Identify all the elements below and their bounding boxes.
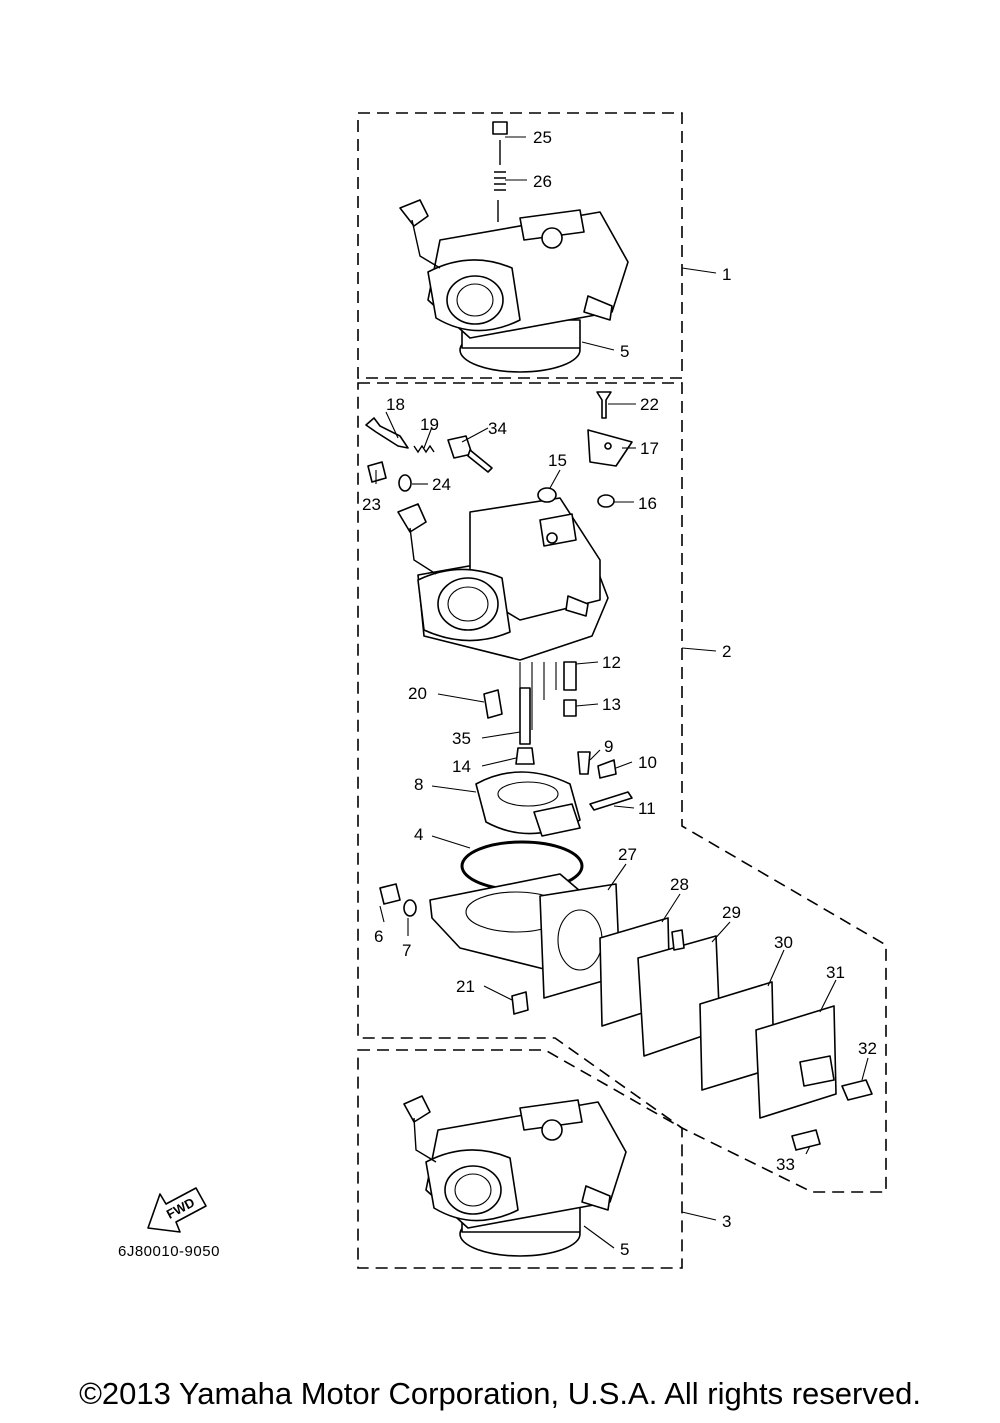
diagram-code: 6J80010-9050 xyxy=(118,1243,220,1260)
group-box-3 xyxy=(357,1049,683,1269)
callout-34: 34 xyxy=(488,419,507,438)
carburetor-assembly-3 xyxy=(403,1095,627,1257)
bolt-6 xyxy=(379,883,401,905)
callout-21: 21 xyxy=(456,977,475,996)
copyright-notice: ©2013 Yamaha Motor Corporation, U.S.A. A… xyxy=(79,1376,921,1411)
plunger-34 xyxy=(447,435,493,473)
callout-35: 35 xyxy=(452,729,471,748)
callout-25: 25 xyxy=(533,128,552,147)
fwd-arrow-icon: FWD xyxy=(147,1187,207,1233)
callout-19: 19 xyxy=(420,415,439,434)
callout-13: 13 xyxy=(602,695,621,714)
bolt-23 xyxy=(367,461,387,483)
callout-labels: 25 26 1 5 22 17 18 19 34 15 16 24 23 2 1… xyxy=(362,128,877,1259)
cover-17 xyxy=(587,429,633,467)
callout-7: 7 xyxy=(402,941,411,960)
callout-33: 33 xyxy=(776,1155,795,1174)
plug-20 xyxy=(483,689,503,719)
callout-20: 20 xyxy=(408,684,427,703)
callout-14: 14 xyxy=(452,757,471,776)
float-8 xyxy=(475,771,581,837)
washer-7 xyxy=(403,899,417,917)
jet-13 xyxy=(563,699,577,717)
callout-24: 24 xyxy=(432,475,451,494)
callout-16: 16 xyxy=(638,494,657,513)
callout-17: 17 xyxy=(640,439,659,458)
callout-32: 32 xyxy=(858,1039,877,1058)
leader-lines xyxy=(375,136,869,1249)
bolt-32 xyxy=(841,1079,873,1101)
bolt-33 xyxy=(791,1129,821,1151)
screw-18 xyxy=(365,417,409,449)
callout-6: 6 xyxy=(374,927,383,946)
carburetor-assembly-1 xyxy=(399,121,629,373)
callout-15: 15 xyxy=(548,451,567,470)
callout-29: 29 xyxy=(722,903,741,922)
callout-3: 3 xyxy=(722,1212,731,1231)
callout-26: 26 xyxy=(533,172,552,191)
cap-15 xyxy=(537,487,557,503)
callout-10: 10 xyxy=(638,753,657,772)
plug-21 xyxy=(511,991,529,1015)
jet-14 xyxy=(515,747,535,765)
spring-19 xyxy=(413,444,435,454)
callout-23: 23 xyxy=(362,495,381,514)
callout-5-top: 5 xyxy=(620,342,629,361)
washer-24 xyxy=(398,474,412,492)
callout-5-bottom: 5 xyxy=(620,1240,629,1259)
callout-12: 12 xyxy=(602,653,621,672)
screw-22 xyxy=(596,391,612,419)
needle-valve-9 xyxy=(577,751,591,775)
main-nozzle-35 xyxy=(519,687,531,745)
group-box-1 xyxy=(357,112,683,379)
callout-8: 8 xyxy=(414,775,423,794)
clip-10 xyxy=(597,759,617,779)
callout-1: 1 xyxy=(722,265,731,284)
callout-28: 28 xyxy=(670,875,689,894)
cover-31 xyxy=(755,1005,837,1119)
callout-27: 27 xyxy=(618,845,637,864)
callout-11: 11 xyxy=(638,799,656,818)
pin-11 xyxy=(589,791,633,811)
callout-22: 22 xyxy=(640,395,659,414)
callout-18: 18 xyxy=(386,395,405,414)
callout-9: 9 xyxy=(604,737,613,756)
callout-31: 31 xyxy=(826,963,845,982)
cap-16 xyxy=(597,494,615,508)
jet-12 xyxy=(563,661,577,691)
callout-30: 30 xyxy=(774,933,793,952)
callout-2: 2 xyxy=(722,642,731,661)
carburetor-body-2 xyxy=(397,497,609,730)
callout-4: 4 xyxy=(414,825,423,844)
